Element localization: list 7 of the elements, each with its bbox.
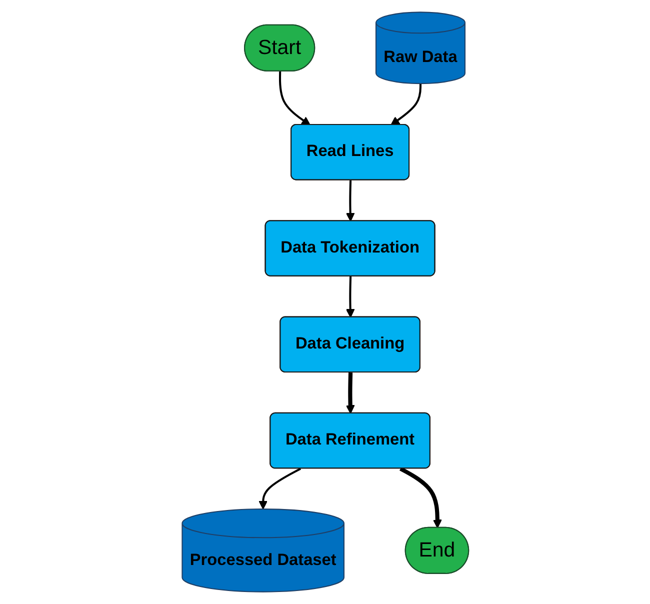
arrow: [390, 84, 422, 126]
arrow: [345, 372, 354, 414]
arrow: [278, 71, 310, 126]
arrow: [345, 276, 354, 318]
arrow: [399, 466, 442, 528]
arrow: [258, 468, 301, 510]
arrow: [345, 180, 354, 222]
